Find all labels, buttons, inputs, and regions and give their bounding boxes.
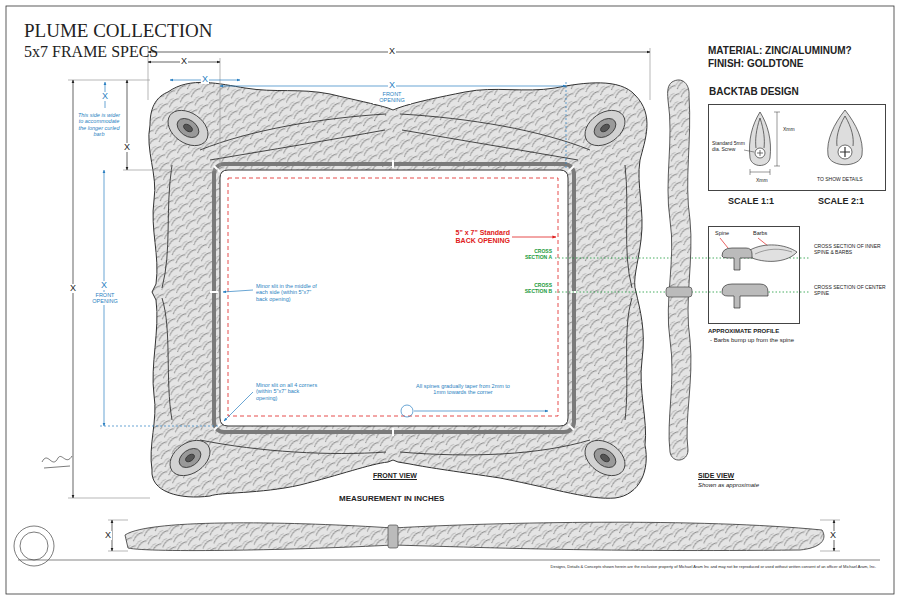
- dimension-x: X: [201, 75, 209, 84]
- section-description: CROSS SECTION OF INNER SPINE & BARBS: [814, 244, 886, 256]
- slit-note: Minor slit on all 4 corners (within 5"x7…: [256, 382, 318, 401]
- scale-label: SCALE 1:1: [728, 196, 774, 206]
- backtab-panel: BACKTAB DESIGNStandard 5mm dia. ScrewXmm…: [708, 104, 886, 191]
- dimension-x: X: [180, 57, 188, 66]
- back-opening-outline: [228, 178, 558, 416]
- scale-label: SCALE 2:1: [818, 196, 864, 206]
- sheet-border: [6, 6, 894, 594]
- profile-heading: APPROXIMATE PROFILE: [708, 328, 779, 335]
- panel-heading: BACKTAB DESIGN: [709, 86, 799, 98]
- bottom-view: [125, 522, 824, 550]
- note-leaders: [223, 290, 548, 421]
- copyright-note: Designs, Details & Concepts shown herein…: [551, 565, 876, 570]
- side-view: [666, 80, 692, 460]
- design-note: This side is wider to accommodate the lo…: [76, 112, 122, 137]
- dimension-text: Xmm: [783, 127, 795, 133]
- front-view-frame: [149, 82, 647, 498]
- view-label: FRONT VIEW: [372, 472, 418, 480]
- section-label: CROSS SECTION A: [519, 249, 552, 261]
- profile-note: - Barbs bump up from the spine: [710, 337, 794, 344]
- backtab-illustration: [744, 110, 862, 175]
- dimension-x: X: [104, 531, 112, 540]
- dimension-x: X: [100, 281, 108, 290]
- section-description: CROSS SECTION OF CENTER SPINE: [814, 285, 886, 297]
- slit-note: Minor slit in the middle of each side (w…: [256, 283, 320, 302]
- material-spec: MATERIAL: ZINC/ALUMINUM?: [708, 45, 852, 57]
- dimension-x: X: [69, 284, 77, 293]
- dimension-x: X: [829, 531, 837, 540]
- part-name: Barbs: [753, 230, 767, 236]
- back-opening-label: 5" x 7" Standard BACK OPENING: [450, 229, 510, 245]
- screw-note: Standard 5mm dia. Screw: [712, 141, 745, 153]
- finish-spec: FINISH: GOLDTONE: [708, 58, 803, 70]
- part-name: Spine: [715, 230, 729, 236]
- dimension-label: FRONT OPENING: [87, 292, 123, 305]
- dimension-label: FRONT OPENING: [373, 91, 411, 104]
- dimension-x: X: [101, 92, 109, 101]
- company-seal: [14, 456, 72, 566]
- footer-rule: [18, 560, 880, 561]
- cross-section-illustration: [720, 238, 797, 308]
- view-note: Shown as approximate: [698, 482, 759, 489]
- sheet-subtitle: 5x7 FRAME SPECS: [24, 43, 158, 61]
- view-label: SIDE VIEW: [698, 472, 734, 480]
- dimension-x: X: [388, 47, 396, 56]
- cross-section-panel: Spine Barbs: [708, 226, 800, 324]
- detail-note: TO SHOW DETAILS: [817, 177, 863, 183]
- taper-note: All spines gradually taper from 2mm to 1…: [414, 383, 512, 396]
- dimension-x: X: [123, 143, 131, 152]
- units-note: MEASUREMENT IN INCHES: [338, 494, 445, 503]
- dimension-x: X: [388, 81, 396, 90]
- dimension-text: Xmm: [756, 178, 768, 184]
- dimension-lines: [68, 48, 840, 551]
- section-label: CROSS SECTION B: [519, 283, 552, 295]
- sheet-title: PLUME COLLECTION: [24, 20, 212, 42]
